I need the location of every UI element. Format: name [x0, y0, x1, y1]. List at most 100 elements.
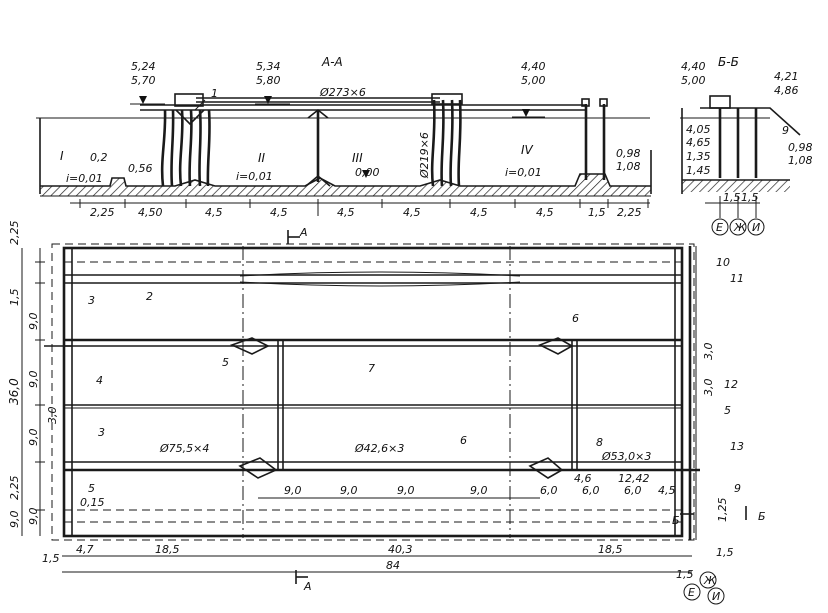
section-mark-a-bottom: А: [303, 580, 312, 593]
callout-7: 7: [368, 362, 375, 375]
section-bb-title: Б-Б: [718, 55, 739, 69]
zone-iv: IV: [521, 143, 534, 157]
slope-2: i=0,01: [236, 170, 273, 183]
slope-1: i=0,01: [66, 172, 103, 185]
plan-left-dim-7: 9,0: [8, 511, 21, 529]
pipe-main-label: Ø273×6: [319, 86, 366, 99]
plan-bottom-dim-6: 1,5: [676, 568, 694, 581]
bb-dim-2: 1,5: [741, 191, 759, 204]
plan-inner-dim-4: 6,0: [540, 484, 558, 497]
plan-bottom-dim-5: 84: [386, 559, 400, 572]
bb-callout-9: 9: [782, 124, 789, 137]
plan-bottom-dim-3: 40,3: [388, 543, 413, 556]
zone-ii: II: [258, 151, 266, 165]
level-right-bottom: 5,00: [521, 74, 546, 87]
plan-right-dim-1: 3,0: [702, 379, 715, 397]
bb-level-bed-2: 1,08: [788, 154, 813, 167]
plan-outline: [62, 246, 684, 538]
level-bed-right-1: 0,98: [616, 147, 641, 160]
callout-8: 8: [596, 436, 603, 449]
plan-right-dim-2: 1,25: [716, 498, 729, 523]
tank-bed: [40, 174, 651, 196]
tank-bed-outline: [40, 173, 651, 187]
plan-left-dim-2: 9,0: [27, 313, 40, 331]
pipe-label-53: Ø53,0×3: [601, 450, 651, 463]
plan-right-dim-0: 3,0: [702, 343, 715, 361]
section-bb: Б-Б 4,40 5,00 4,21 4,86 4,05 4,65 1,35 1…: [680, 55, 813, 236]
bb-level-inner-4: 1,45: [686, 164, 711, 177]
aa-dim-5: 4,5: [403, 206, 421, 219]
callout-1: 1: [211, 87, 218, 100]
callout-9: 9: [734, 482, 741, 495]
aa-dim-3: 4,5: [270, 206, 288, 219]
aa-dim-8: 1,5: [588, 206, 606, 219]
plan-bottom-dim-4: 18,5: [598, 543, 623, 556]
bb-axis-e: Е: [716, 221, 723, 234]
plan-left-dim-3: 9,0: [27, 371, 40, 389]
plan-left-dim-0: 2,25: [8, 221, 21, 246]
callout-3-bottom: 3: [98, 426, 105, 439]
callout-12: 12: [724, 378, 738, 391]
level-bed-right-2: 1,08: [616, 160, 641, 173]
plan-small-015: 0,15: [80, 496, 105, 509]
plan-bottom-dim-2: 18,5: [155, 543, 180, 556]
left-riser-group: [160, 93, 211, 187]
plan-inner-dim-3: 9,0: [470, 484, 488, 497]
callout-6-bottom: 6: [460, 434, 467, 447]
plan-inner-dim-0: 9,0: [284, 484, 302, 497]
level-mid-bottom: 5,80: [256, 74, 281, 87]
pipe-label-42: Ø42,6×3: [354, 442, 404, 455]
aa-dim-1: 4,50: [138, 206, 163, 219]
plan-left-dim-1: 1,5: [8, 289, 21, 307]
callout-5-left: 5: [222, 356, 229, 369]
aa-dim-9: 2,25: [617, 206, 642, 219]
aa-dim-ticks: [79, 199, 649, 216]
callout-2: 2: [146, 290, 153, 303]
plan-bottom-dim-7: 1,5: [716, 546, 734, 559]
bb-axis-zh: Ж: [733, 221, 747, 234]
bb-level-bed-1: 0,98: [788, 141, 813, 154]
bb-axis-i: И: [752, 221, 760, 234]
plan-inner-dim-9: 4,5: [658, 484, 676, 497]
plan-inner-dim-7: 6,0: [624, 484, 642, 497]
callout-6-top: 6: [572, 312, 579, 325]
plan-axis-zh: Ж: [703, 574, 717, 587]
section-mark-b-right: Б: [758, 510, 766, 523]
callout-11: 11: [730, 272, 744, 285]
callout-5-right: 5: [724, 404, 731, 417]
level-mid-top: 5,34: [256, 60, 281, 73]
plan-left-dim-5: 9,0: [27, 508, 40, 526]
plan-inner-dim-5: 4,6: [574, 472, 592, 485]
plan-inner-dim-8: 12,42: [618, 472, 650, 485]
level-marks: [130, 96, 545, 178]
plan-bottom-dim-1: 4,7: [76, 543, 94, 556]
callout-3-top: 3: [88, 294, 95, 307]
dim-02: 0,2: [90, 151, 108, 164]
aa-dim-6: 4,5: [470, 206, 488, 219]
pipe-label-75: Ø75,5×4: [159, 442, 209, 455]
plan-left-dim-4: 9,0: [27, 429, 40, 447]
callout-4: 4: [96, 374, 103, 387]
dim-056: 0,56: [128, 162, 153, 175]
plan-bottom-dim-0: 1,5: [42, 552, 60, 565]
plan-axis-i: И: [712, 590, 720, 603]
section-aa: А-А: [36, 55, 652, 219]
section-mark-a-top: А: [299, 226, 308, 239]
level-right-top: 4,40: [521, 60, 546, 73]
level-left-bottom: 5,70: [131, 74, 156, 87]
plan-small-30: 3,0: [46, 407, 59, 425]
aa-dim-2: 4,5: [205, 206, 223, 219]
zone-i: I: [60, 149, 64, 163]
plan-inner-dim-2: 9,0: [397, 484, 415, 497]
aa-dim-4: 4,5: [337, 206, 355, 219]
pipe-riser-label: Ø219×6: [418, 132, 431, 179]
bb-level-inner-3: 1,35: [686, 150, 711, 163]
bb-level-inner-2: 4,65: [686, 136, 711, 149]
plan-inner-dim-6: 6,0: [582, 484, 600, 497]
right-riser-group: [430, 93, 463, 187]
callout-10: 10: [716, 256, 730, 269]
section-mark-b-left: Б: [672, 514, 680, 527]
plan-overall-36: 36,0: [7, 378, 21, 405]
level-iii: 0,00: [355, 166, 380, 179]
